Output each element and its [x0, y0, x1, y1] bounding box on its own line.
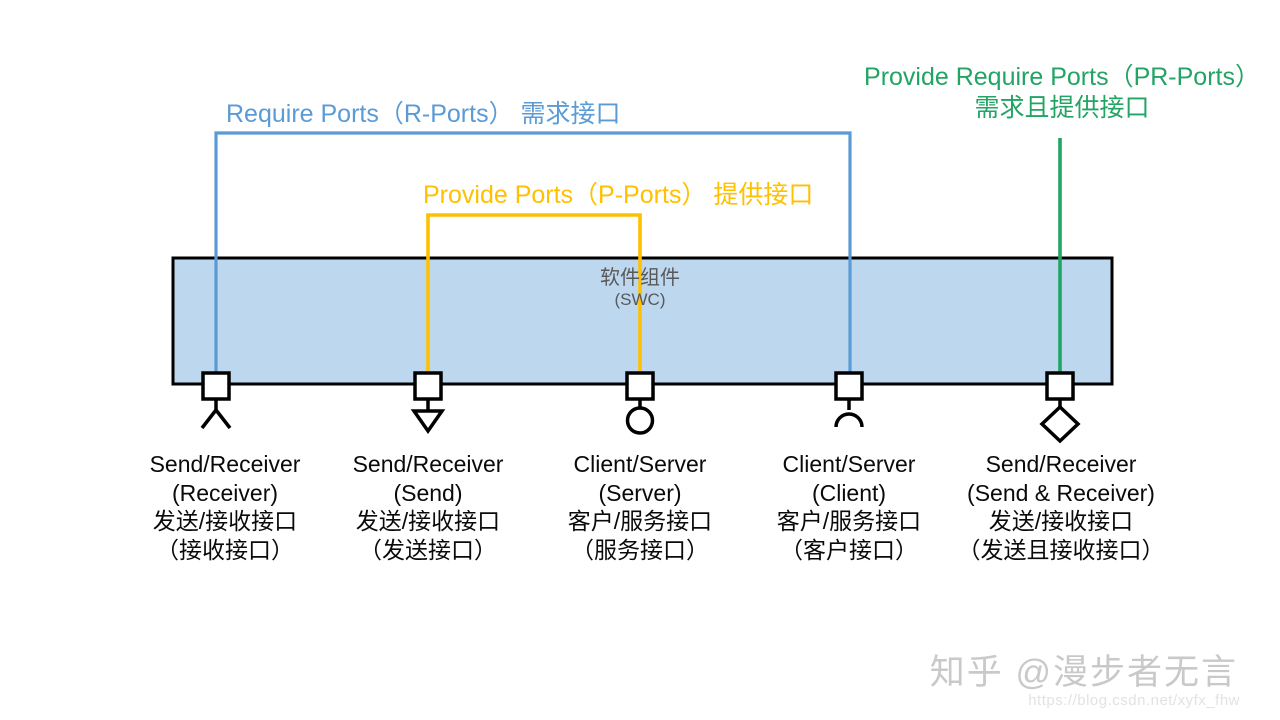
- port-square-send-receiver: [1045, 371, 1075, 401]
- provide-ports-bracket-line: [426, 213, 642, 373]
- provide-require-ports-title-line1: Provide Require Ports（PR-Ports）: [864, 63, 1260, 91]
- port-label-line: 客户/服务接口: [776, 508, 922, 534]
- port-label-line: (Server): [598, 479, 682, 506]
- port-label-line: （接收接口）: [156, 536, 294, 563]
- port-label-line: （客户接口）: [780, 536, 918, 563]
- port-square-server: [625, 371, 655, 401]
- port-label-line: Client/Server: [573, 451, 707, 477]
- port-label-server: Client/Server (Server) 客户/服务接口 （服务接口）: [525, 450, 755, 564]
- port-square-send: [413, 371, 443, 401]
- provide-require-ports-title: Provide Require Ports（PR-Ports） 需求且提供接口: [860, 62, 1264, 124]
- zhihu-watermark: 知乎 @漫步者无言: [929, 653, 1238, 692]
- port-label-line: Client/Server: [782, 451, 916, 477]
- port-label-receiver: Send/Receiver (Receiver) 发送/接收接口 （接收接口）: [110, 450, 340, 564]
- port-label-line: 发送/接收接口: [152, 508, 298, 534]
- port-label-line: Send/Receiver: [149, 451, 301, 477]
- swc-abbr: (SWC): [614, 290, 666, 309]
- arc-client-icon: [834, 399, 864, 428]
- circle-server-icon: [625, 399, 655, 435]
- port-label-line: Send/Receiver: [985, 451, 1137, 477]
- swc-name: 软件组件: [600, 267, 680, 289]
- require-ports-title: Require Ports（R-Ports） 需求接口: [226, 100, 621, 128]
- port-label-send-receiver: Send/Receiver (Send & Receiver) 发送/接收接口 …: [935, 450, 1187, 564]
- port-label-line: (Client): [811, 479, 887, 506]
- port-square-client: [834, 371, 864, 401]
- port-label-client: Client/Server (Client) 客户/服务接口 （客户接口）: [734, 450, 964, 564]
- port-label-line: （发送且接收接口）: [957, 536, 1165, 563]
- provide-require-ports-title-line2: 需求且提供接口: [974, 94, 1150, 122]
- port-label-line: (Receiver): [171, 479, 279, 506]
- provide-ports-title: Provide Ports（P-Ports） 提供接口: [423, 181, 814, 209]
- port-label-send: Send/Receiver (Send) 发送/接收接口 （发送接口）: [313, 450, 543, 564]
- port-square-receiver: [201, 371, 231, 401]
- fork-receiver-icon: [200, 399, 232, 430]
- port-label-line: （服务接口）: [571, 536, 709, 563]
- port-label-line: (Send & Receiver): [967, 479, 1155, 506]
- triangle-send-icon: [410, 399, 446, 435]
- port-label-line: （发送接口）: [359, 536, 497, 563]
- csdn-url-watermark: https://blog.csdn.net/xyfx_fhw: [1028, 692, 1240, 709]
- port-label-line: 发送/接收接口: [355, 508, 501, 534]
- require-ports-bracket-line: [214, 131, 852, 373]
- swc-box: [171, 256, 1114, 386]
- port-label-line: Send/Receiver: [352, 451, 504, 477]
- port-label-line: 客户/服务接口: [567, 508, 713, 534]
- port-label-line: (Send): [393, 479, 463, 506]
- port-label-line: 发送/接收接口: [988, 508, 1134, 534]
- swc-label: 软件组件 (SWC): [540, 266, 740, 310]
- diamond-send-receiver-icon: [1039, 399, 1081, 444]
